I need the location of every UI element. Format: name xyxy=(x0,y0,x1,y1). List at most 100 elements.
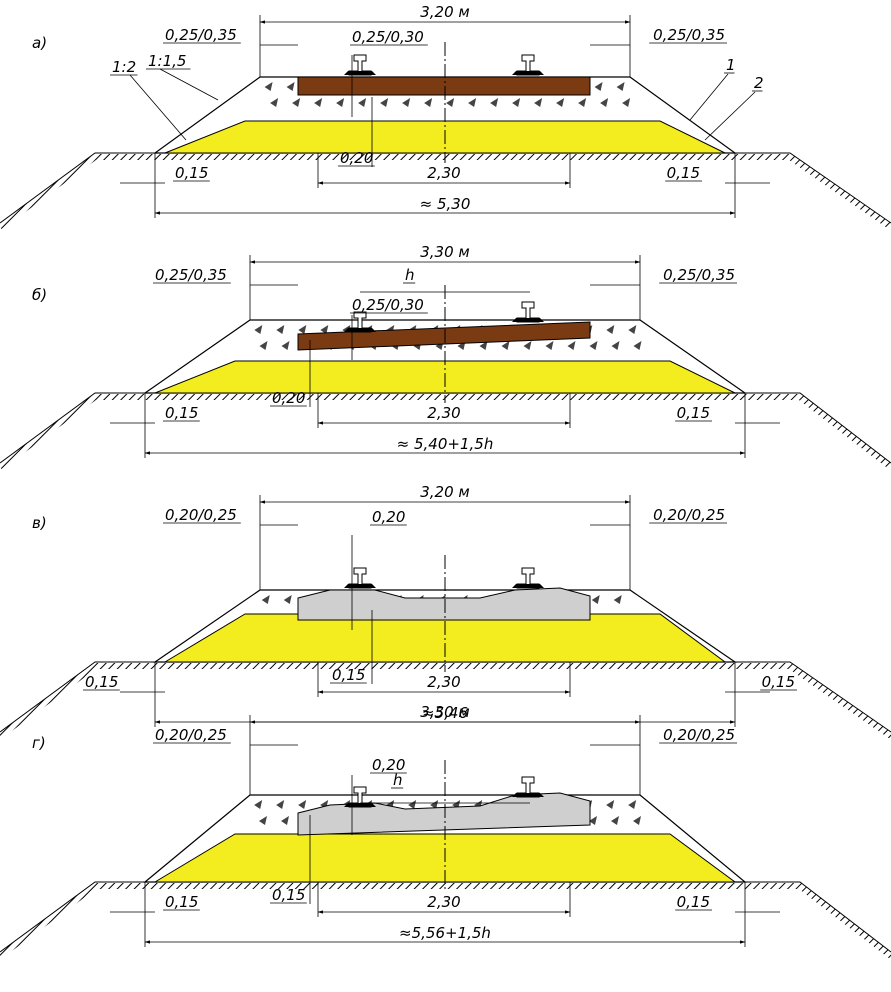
ballast-stone xyxy=(292,98,301,107)
ballast-stone xyxy=(534,98,543,107)
shoulder-left-label: 0,25/0,35 xyxy=(155,266,227,284)
rail-pad-left xyxy=(344,584,376,588)
base-width-label: ≈ 5,40+1,5h xyxy=(397,435,494,453)
ballast-stone xyxy=(600,98,609,107)
section-letter: г) xyxy=(32,734,46,752)
section-letter: б) xyxy=(32,286,47,304)
ballast-stone xyxy=(545,341,554,350)
section-3: 3,20 м 0,20/0,25 0,20/0,25 0,20 0,15 2,30 0,15… xyxy=(0,483,891,739)
ballast-stone xyxy=(261,595,270,604)
under-sleeper-label: 0,20 xyxy=(372,756,405,774)
ballast-stone xyxy=(578,98,587,107)
ballast-stone xyxy=(589,341,598,350)
rail-pad-left xyxy=(344,803,376,807)
ballast-stone xyxy=(430,800,439,809)
edge-right-label: 0,15 xyxy=(677,404,710,422)
base-width-label: ≈ 5,30 xyxy=(420,195,471,213)
sand-width-label: 2,30 xyxy=(427,673,460,691)
ballast-stone xyxy=(622,98,631,107)
slope-label-1-2: 1:2 xyxy=(112,58,136,76)
edge-left-label: 0,15 xyxy=(165,404,198,422)
top-width-label: 3,20 м xyxy=(420,483,469,501)
ballast-stone xyxy=(446,98,455,107)
ground-hatch xyxy=(0,883,891,959)
ballast-stone xyxy=(628,325,637,334)
edge-right-label: 0,15 xyxy=(667,164,700,182)
ballast-stone xyxy=(628,800,637,809)
wooden-sleeper xyxy=(297,76,591,96)
ballast-stone xyxy=(380,98,389,107)
shoulder-left-label: 0,20/0,25 xyxy=(155,726,227,744)
ballast-stone xyxy=(611,816,619,825)
edge-left-label: 0,15 xyxy=(165,893,198,911)
under-sleeper-label: 0,20 xyxy=(372,508,405,526)
ballast-stone xyxy=(490,98,499,107)
rail-pad-right xyxy=(512,318,544,322)
ballast-stone xyxy=(606,800,615,809)
wooden-sleeper xyxy=(297,321,591,351)
shoulder-right-label: 0,20/0,25 xyxy=(663,726,735,744)
leader-slope-1-1.5 xyxy=(159,68,219,101)
ballast-stone xyxy=(594,82,603,91)
shoulder-right-label: 0,25/0,35 xyxy=(653,26,725,44)
ballast-stone xyxy=(606,325,615,334)
ballast-stone xyxy=(358,98,367,107)
ballast-stone xyxy=(616,82,625,91)
section-letter: а) xyxy=(32,34,47,52)
sand-width-label: 2,30 xyxy=(427,164,460,182)
shoulder-left-label: 0,20/0,25 xyxy=(165,506,237,524)
sand-width-label: 2,30 xyxy=(427,404,460,422)
leader-callout-1 xyxy=(689,73,729,121)
rail-pad-right xyxy=(512,793,544,797)
ground-hatch xyxy=(0,154,891,230)
ballast-stone xyxy=(591,595,600,604)
ballast-stone xyxy=(283,595,292,604)
ballast-stone xyxy=(408,800,417,809)
edge-right-label: 0,15 xyxy=(677,893,710,911)
shoulder-right-label: 0,20/0,25 xyxy=(653,506,725,524)
base-width-label: ≈5,46 xyxy=(422,704,468,722)
edge-left-label: 0,15 xyxy=(85,673,118,691)
top-width-label: 3,20 м xyxy=(420,3,469,21)
edge-left-label: 0,15 xyxy=(175,164,208,182)
ballast-stone xyxy=(314,98,323,107)
ballast-stone xyxy=(567,341,576,350)
ballast-stone xyxy=(264,82,273,91)
ground-hatch xyxy=(0,394,891,470)
section-1: 3,20 м 0,25/0,35 0,25/0,35 0,25/0,30 0,20 2,3… xyxy=(0,3,891,230)
ballast-stone xyxy=(254,800,263,809)
ballast-stone xyxy=(336,98,345,107)
superelevation-label: h xyxy=(393,771,403,789)
ballast-stone xyxy=(512,98,521,107)
section-4: 3,30 м 0,20/0,25 0,20/0,25 0,20h 0,15 2,30 0,1… xyxy=(0,703,891,959)
shoulder-left-label: 0,25/0,35 xyxy=(165,26,237,44)
ballast-stone xyxy=(254,325,263,334)
ballast-stone xyxy=(479,341,488,350)
callout-2: 2 xyxy=(754,74,764,92)
rail-pad-left xyxy=(344,328,376,332)
ballast-stone xyxy=(286,82,295,91)
callout-1: 1 xyxy=(726,56,736,74)
superelevation-label: h xyxy=(405,266,415,284)
leader-slope-1-2 xyxy=(129,74,187,141)
ballast-stone xyxy=(523,341,532,350)
ballast-stone xyxy=(633,341,642,350)
rail-pad-left xyxy=(344,71,376,75)
edge-right-label: 0,15 xyxy=(762,673,795,691)
top-width-label: 3,30 м xyxy=(420,703,469,721)
ballast-stone xyxy=(501,341,510,350)
ground-hatch xyxy=(0,663,891,739)
ballast-stone xyxy=(611,341,620,350)
under-sleeper-label: 0,25/0,30 xyxy=(352,28,424,46)
sand-depth-label: 0,15 xyxy=(332,666,365,684)
ballast-stone xyxy=(281,816,289,825)
concrete-sleeper xyxy=(297,587,591,621)
ballast-stone xyxy=(320,325,329,334)
sand-depth-label: 0,20 xyxy=(340,149,373,167)
sand-width-label: 2,30 xyxy=(427,893,460,911)
ballast-stone xyxy=(402,98,411,107)
ballast-stone xyxy=(556,98,565,107)
rail-pad-right xyxy=(512,71,544,75)
section-letter: в) xyxy=(32,514,47,532)
